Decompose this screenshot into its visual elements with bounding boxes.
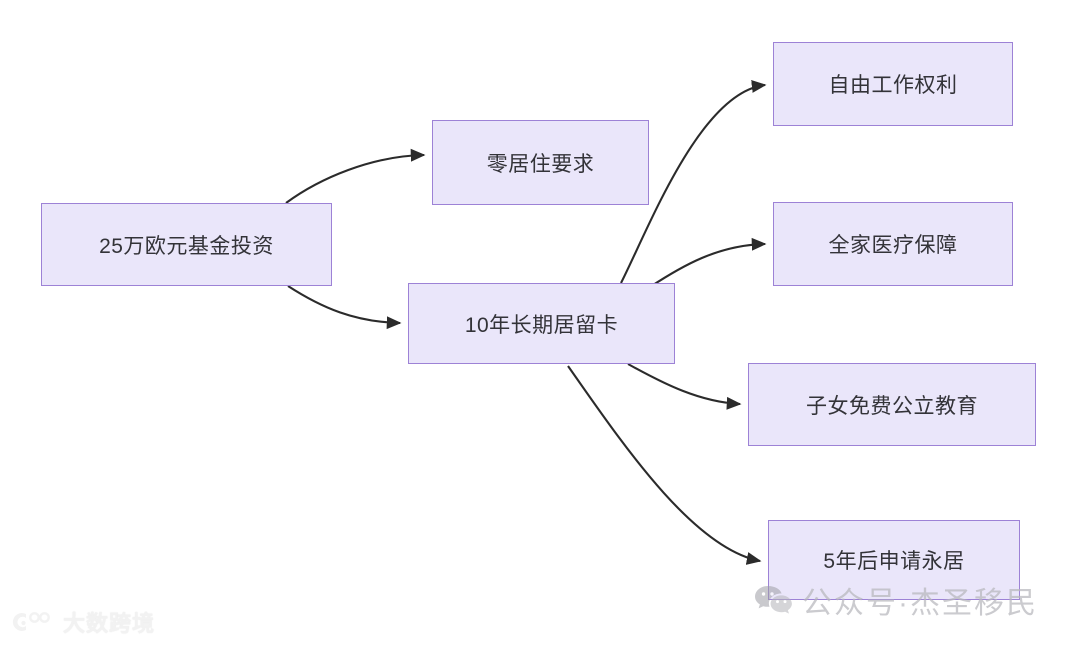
node-education[interactable]: 子女免费公立教育 (748, 363, 1036, 446)
edge-root-to-card (287, 285, 402, 330)
node-zero-residency-label: 零居住要求 (486, 152, 595, 176)
watermark-wechat-account-text: 公众号·杰圣移民 (802, 587, 1038, 620)
edge-card-to-health (649, 237, 767, 288)
node-healthcare[interactable]: 全家医疗保障 (773, 202, 1013, 286)
node-education-label: 子女免费公立教育 (806, 394, 978, 418)
wechat-icon (755, 586, 792, 614)
node-work-rights[interactable]: 自由工作权利 (773, 42, 1013, 126)
node-root[interactable]: 25万欧元基金投资 (41, 203, 332, 286)
node-healthcare-label: 全家医疗保障 (828, 234, 958, 257)
dashukuajing-logo-icon (12, 612, 50, 631)
watermark-dashukuajing: 大数跨境 (10, 606, 155, 638)
watermark-wechat-account: 公众号·杰圣移民 (753, 578, 1038, 622)
node-residence-card-label: 10年长期居留卡 (464, 313, 619, 337)
node-root-label: 25万欧元基金投资 (99, 234, 274, 258)
node-work-rights-label: 自由工作权利 (828, 74, 958, 97)
edge-card-to-pr (567, 365, 762, 565)
watermark-dashukuajing-text: 大数跨境 (63, 611, 156, 636)
node-residence-card[interactable]: 10年长期居留卡 (408, 283, 675, 364)
edge-root-to-zero (285, 148, 426, 204)
edge-card-to-education (627, 363, 742, 410)
node-permanent-residency-label: 5年后申请永居 (823, 550, 965, 573)
node-zero-residency[interactable]: 零居住要求 (432, 120, 649, 205)
